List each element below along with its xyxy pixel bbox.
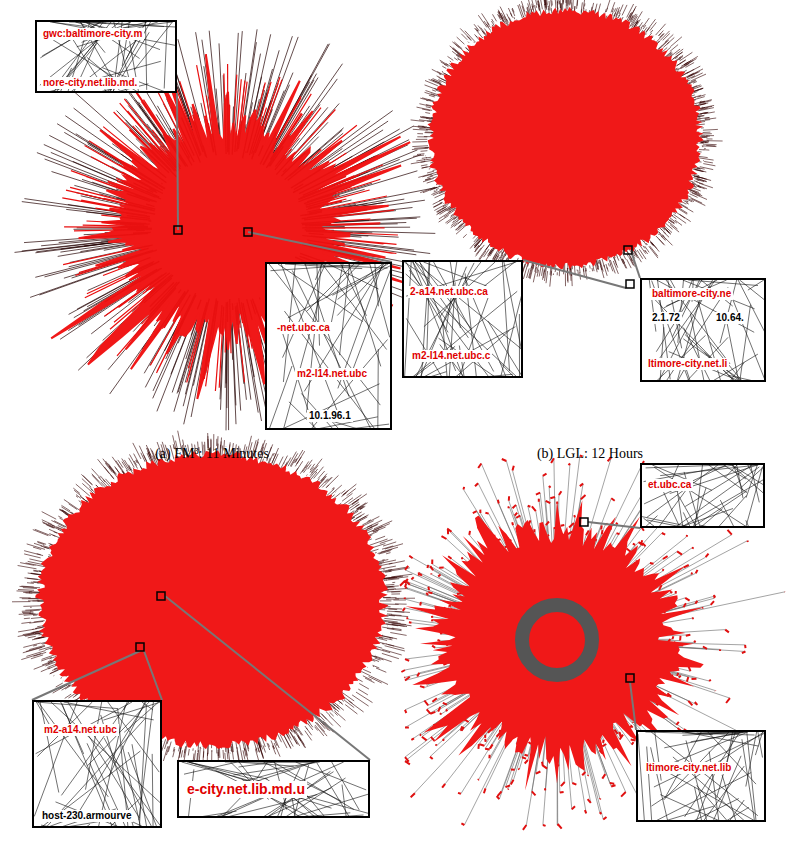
zoom-inset: et.ubc.ca <box>640 463 765 528</box>
leader-line <box>248 232 392 262</box>
subfigure-caption: (a) FM³: 11 Minutes <box>155 446 269 462</box>
leaf-nodes <box>400 456 785 830</box>
host-label: gwc:baltimore-city.m <box>41 28 144 40</box>
host-label: host-230.armourve <box>40 810 133 822</box>
radial-edges <box>405 456 785 826</box>
inset-edges <box>34 702 162 828</box>
leader-line <box>630 682 636 730</box>
zoom-marker <box>244 228 252 236</box>
inset-edges <box>642 465 765 528</box>
zoom-marker <box>580 518 588 526</box>
inset-edges <box>37 22 177 93</box>
inset-edges <box>404 262 523 378</box>
inset-edges <box>268 264 392 430</box>
zoom-inset: 2-a14.net.ubc.ca m2-l14.net.ubc.c <box>402 260 523 378</box>
host-label: ltimore-city.net.li <box>646 358 729 370</box>
zoom-inset: m2-a14.net.ubc host-230.armourve <box>32 700 162 828</box>
zoom-inset: e-city.net.lib.md.u <box>177 760 370 818</box>
host-label: 2-a14.net.ubc.ca <box>408 286 490 298</box>
zoom-marker <box>157 592 165 600</box>
leader-line <box>588 522 640 528</box>
leader-line <box>632 254 640 278</box>
host-label: baltimore-city.ne <box>650 288 733 300</box>
zoom-marker <box>624 246 632 254</box>
host-label: e-city.net.lib.md.u <box>185 781 307 798</box>
host-label: -net.ubc.ca <box>275 322 332 334</box>
inset-edges <box>638 732 766 822</box>
host-label: m2-l14.net.ubc.c <box>410 350 492 362</box>
leader-line <box>523 260 626 288</box>
leader-line <box>165 596 370 760</box>
inset-edges <box>638 732 766 822</box>
zoom-marker <box>626 280 634 288</box>
zoom-inset: gwc:baltimore-city.m nore-city.net.lib.md… <box>35 20 177 93</box>
host-label: 10.64. <box>714 312 746 324</box>
host-label: 10.1.96.1 <box>307 410 353 422</box>
zoom-inset: -net.ubc.ca m2-l14.net.ubc 10.1.96.1 <box>265 262 392 430</box>
host-label: m2-l14.net.ubc <box>295 368 369 380</box>
leader-line <box>32 651 140 700</box>
inset-edges <box>642 465 765 528</box>
leader-line <box>144 651 162 700</box>
zoom-inset: ltimore-city.net.lib <box>636 730 766 822</box>
zoom-inset: baltimore-city.ne 2.1.72 10.64. ltimore-cit… <box>640 278 766 382</box>
subfigure-caption: (b) LGL: 12 Hours <box>537 446 643 462</box>
zoom-marker <box>136 643 144 651</box>
host-label: ltimore-city.net.lib <box>644 762 733 774</box>
core-ring <box>522 605 592 675</box>
zoom-marker <box>626 674 634 682</box>
leader-line <box>177 93 178 230</box>
host-label: et.ubc.ca <box>646 479 693 491</box>
inset-edges <box>267 264 392 430</box>
inset-edges <box>180 762 369 818</box>
edge-hairs <box>411 0 723 287</box>
host-label: 2.1.72 <box>650 312 682 324</box>
host-label: nore-city.net.lib.md. <box>41 77 139 89</box>
lgl-layout <box>428 7 704 270</box>
zoom-marker <box>174 226 182 234</box>
host-label: m2-a14.net.ubc <box>42 724 119 736</box>
